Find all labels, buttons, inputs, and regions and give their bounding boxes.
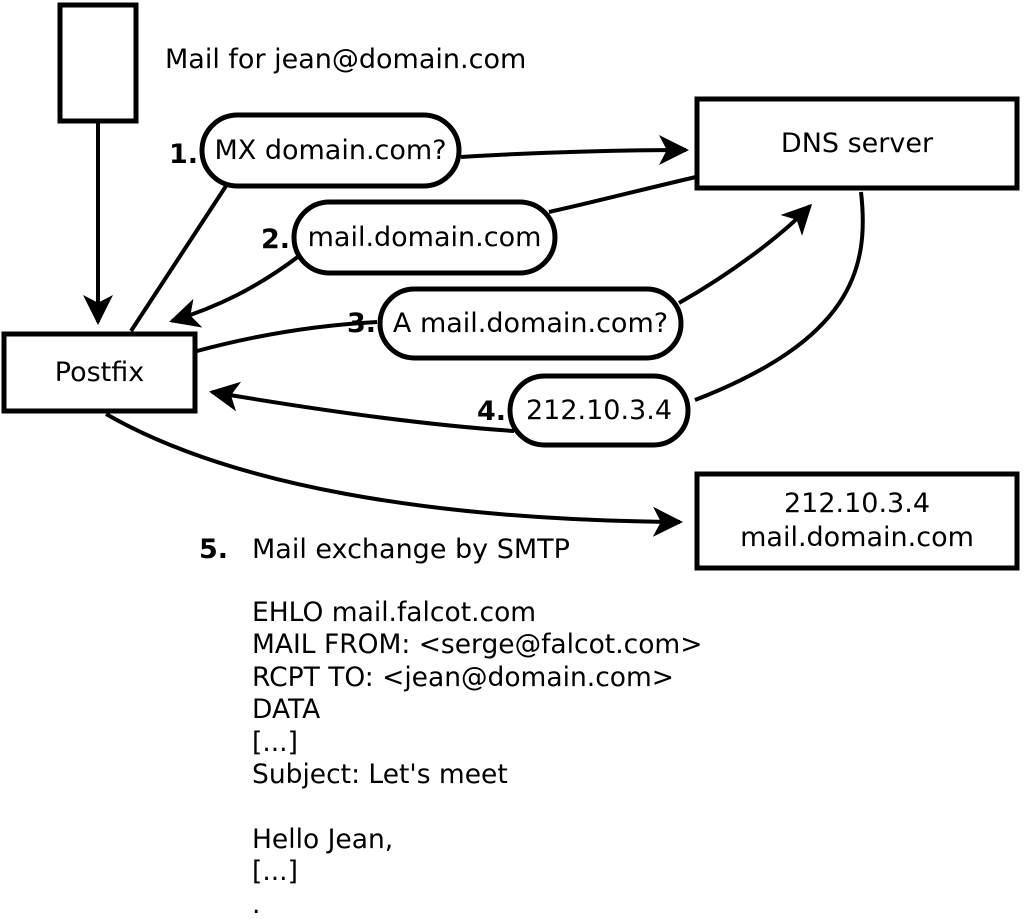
smtp-line-mail-from: MAIL FROM: <serge@falcot.com> xyxy=(252,629,703,661)
dns-server-box xyxy=(694,96,1020,191)
smtp-line-ellipsis1: [...] xyxy=(252,726,298,758)
arrow-query3-to-dns xyxy=(678,203,813,305)
postfix-label: Postfix xyxy=(54,356,145,388)
step3-number: 3. xyxy=(346,308,376,339)
smtp-line-data: DATA xyxy=(252,694,321,726)
query1-pill xyxy=(199,112,462,189)
arrow-answer2-to-postfix xyxy=(169,254,301,328)
edge-dns-to-answer4 xyxy=(694,191,865,402)
envelope-box xyxy=(57,2,139,124)
postfix-box xyxy=(1,331,198,414)
smtp-line-rcpt-to: RCPT TO: <jean@domain.com> xyxy=(252,661,674,693)
query3-label: A mail.domain.com? xyxy=(392,307,669,339)
arrow-query1-to-dns xyxy=(460,135,689,166)
edge-postfix-to-query3 xyxy=(196,320,378,353)
answer4-label: 212.10.3.4 xyxy=(526,394,672,426)
step2-number: 2. xyxy=(260,224,290,255)
smtp-line-blank xyxy=(252,791,702,823)
mail-server-hostname: mail.domain.com xyxy=(740,522,974,553)
smtp-line-subject: Subject: Let's meet xyxy=(252,758,508,790)
answer2-pill xyxy=(291,199,558,276)
answer4-pill xyxy=(507,373,691,448)
arrow-postfix-to-mailserver xyxy=(105,412,683,537)
step1-number: 1. xyxy=(168,139,198,170)
mail-server-label: 212.10.3.4 mail.domain.com xyxy=(695,472,1019,570)
smtp-line-ellipsis2: [...] xyxy=(252,856,298,888)
smtp-line-terminator-dot: . xyxy=(252,888,261,919)
step4-number: 4. xyxy=(476,396,506,427)
dns-server-label: DNS server xyxy=(780,127,934,159)
mail-for-label: Mail for jean@domain.com xyxy=(165,44,527,75)
mail-server-ip: 212.10.3.4 xyxy=(784,488,930,519)
answer2-label: mail.domain.com xyxy=(307,221,542,253)
step5-label: Mail exchange by SMTP xyxy=(252,534,570,565)
smtp-session-block: EHLO mail.falcot.com MAIL FROM: <serge@f… xyxy=(252,597,702,919)
smtp-line-hello: Hello Jean, xyxy=(252,823,394,855)
step5-number: 5. xyxy=(198,534,228,565)
query3-pill xyxy=(377,286,684,361)
edge-postfix-to-query1 xyxy=(129,184,228,333)
mail-server-box xyxy=(694,471,1020,571)
edge-dns-to-answer2 xyxy=(548,175,697,214)
query1-label: MX domain.com? xyxy=(214,134,447,166)
arrow-answer4-to-postfix xyxy=(209,381,515,433)
smtp-line-ehlo: EHLO mail.falcot.com xyxy=(252,597,537,628)
